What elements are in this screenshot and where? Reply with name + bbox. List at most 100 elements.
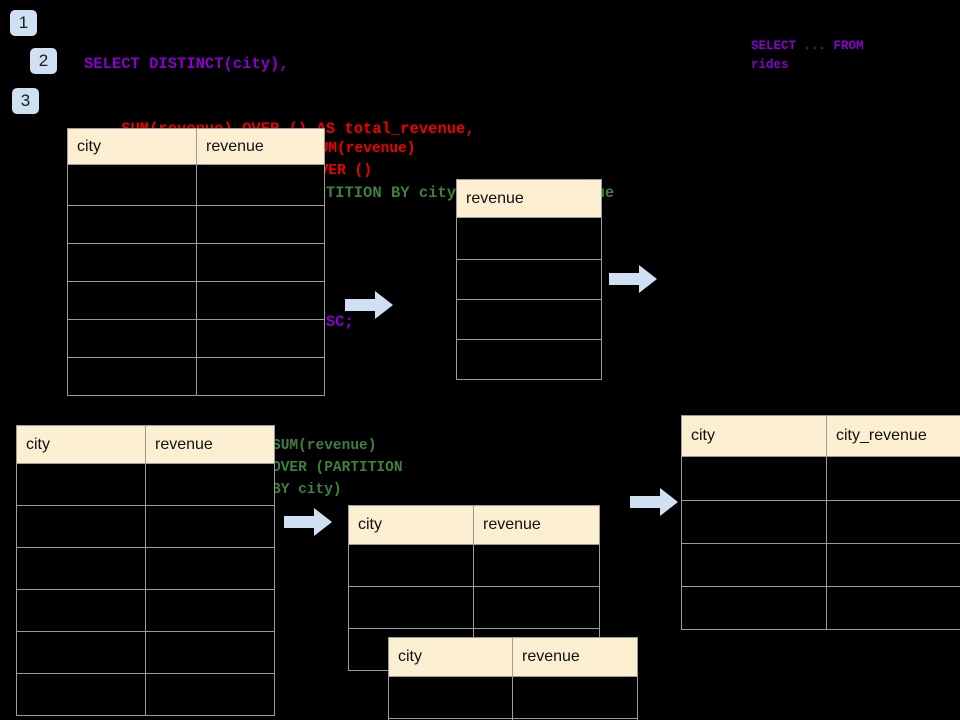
cell-city[interactable]: [681, 500, 827, 544]
arrow-right-icon: [630, 488, 678, 516]
table-row[interactable]: [16, 547, 275, 590]
cell-city[interactable]: [67, 281, 197, 320]
table-row[interactable]: [16, 589, 275, 632]
arrow-right-icon: [609, 265, 657, 293]
annotation-select-from-rides: SELECT ... FROM rides: [751, 39, 864, 72]
cell-revenue[interactable]: [196, 319, 325, 358]
cell-revenue[interactable]: [456, 299, 602, 340]
cell-revenue[interactable]: [196, 205, 325, 244]
cell-city[interactable]: [67, 164, 197, 206]
column-header-city: city: [67, 128, 197, 165]
step-badge-3: 3: [12, 88, 39, 114]
cell-revenue[interactable]: [196, 357, 325, 396]
cell-revenue[interactable]: [196, 164, 325, 206]
table-header-row: city city_revenue: [681, 415, 960, 457]
table-row[interactable]: [348, 544, 600, 587]
cell-city[interactable]: [16, 589, 146, 632]
sql-line-1: SELECT DISTINCT(city),: [84, 55, 289, 73]
cell-revenue[interactable]: [196, 281, 325, 320]
table-row[interactable]: [456, 299, 602, 340]
arrow-right-icon: [345, 291, 393, 319]
step-badge-1: 1: [10, 10, 37, 36]
table-row[interactable]: [67, 357, 325, 396]
table-row[interactable]: [67, 205, 325, 244]
cell-revenue[interactable]: [145, 673, 275, 716]
table-row[interactable]: [16, 463, 275, 506]
table-row[interactable]: [456, 339, 602, 380]
cell-revenue[interactable]: [145, 505, 275, 548]
table-row[interactable]: [388, 676, 638, 719]
arrow-partition-to-result: [630, 488, 678, 521]
cell-revenue[interactable]: [196, 243, 325, 282]
cell-revenue[interactable]: [145, 463, 275, 506]
table-row[interactable]: [681, 586, 960, 630]
table-header-row: city revenue: [348, 505, 600, 545]
column-header-revenue: revenue: [456, 179, 602, 218]
table-header-row: city revenue: [67, 128, 325, 165]
cell-city[interactable]: [681, 586, 827, 630]
table-header-row: revenue: [456, 179, 602, 218]
cell-city-revenue[interactable]: [826, 586, 960, 630]
cell-city[interactable]: [67, 243, 197, 282]
column-header-city: city: [16, 425, 146, 464]
table-row[interactable]: [16, 505, 275, 548]
arrow-source-to-total: [345, 291, 393, 324]
cell-city[interactable]: [16, 631, 146, 674]
table-row[interactable]: [16, 673, 275, 716]
cell-revenue[interactable]: [145, 589, 275, 632]
cell-revenue[interactable]: [456, 339, 602, 380]
cell-city[interactable]: [16, 673, 146, 716]
cell-city-revenue[interactable]: [826, 543, 960, 587]
column-header-revenue: revenue: [512, 637, 638, 677]
table-row[interactable]: [456, 217, 602, 260]
column-header-city: city: [681, 415, 827, 457]
table-row[interactable]: [348, 586, 600, 629]
cell-revenue[interactable]: [145, 631, 275, 674]
cell-city[interactable]: [67, 319, 197, 358]
table-row[interactable]: [681, 500, 960, 544]
table-row[interactable]: [67, 281, 325, 320]
cell-city[interactable]: [388, 676, 513, 719]
cell-city[interactable]: [348, 586, 474, 629]
cell-city[interactable]: [67, 205, 197, 244]
partition-group-table-front[interactable]: city revenue: [388, 637, 638, 720]
partition-group-table-back[interactable]: city revenue: [348, 505, 600, 671]
column-header-city-revenue: city_revenue: [826, 415, 960, 457]
table-row[interactable]: [681, 456, 960, 501]
total-revenue-table[interactable]: revenue: [456, 179, 602, 380]
table-row[interactable]: [67, 319, 325, 358]
cell-city[interactable]: [348, 544, 474, 587]
cell-city-revenue[interactable]: [826, 456, 960, 501]
cell-revenue[interactable]: [456, 217, 602, 260]
column-header-city: city: [348, 505, 474, 545]
arrow-source-to-partition: [284, 508, 332, 541]
cell-revenue[interactable]: [512, 676, 638, 719]
column-header-city: city: [388, 637, 513, 677]
cell-city[interactable]: [681, 456, 827, 501]
cell-city[interactable]: [681, 543, 827, 587]
table-row[interactable]: [388, 718, 638, 720]
column-header-revenue: revenue: [473, 505, 600, 545]
cell-city[interactable]: [67, 357, 197, 396]
cell-city-revenue[interactable]: [826, 500, 960, 544]
cell-city[interactable]: [16, 463, 146, 506]
table-row[interactable]: [681, 543, 960, 587]
table-header-row: city revenue: [16, 425, 275, 464]
source-rides-table[interactable]: city revenue: [67, 128, 325, 396]
cell-revenue[interactable]: [145, 547, 275, 590]
table-header-row: city revenue: [388, 637, 638, 677]
cell-revenue[interactable]: [473, 544, 600, 587]
cell-city[interactable]: [16, 505, 146, 548]
partition-source-table[interactable]: city revenue: [16, 425, 275, 716]
table-row[interactable]: [456, 259, 602, 300]
table-row[interactable]: [16, 631, 275, 674]
cell-revenue[interactable]: [456, 259, 602, 300]
cell-revenue[interactable]: [512, 718, 638, 720]
cell-city[interactable]: [16, 547, 146, 590]
table-row[interactable]: [67, 243, 325, 282]
city-revenue-result-table[interactable]: city city_revenue: [681, 415, 960, 630]
table-row[interactable]: [67, 164, 325, 206]
cell-revenue[interactable]: [473, 586, 600, 629]
arrow-right-icon: [284, 508, 332, 536]
